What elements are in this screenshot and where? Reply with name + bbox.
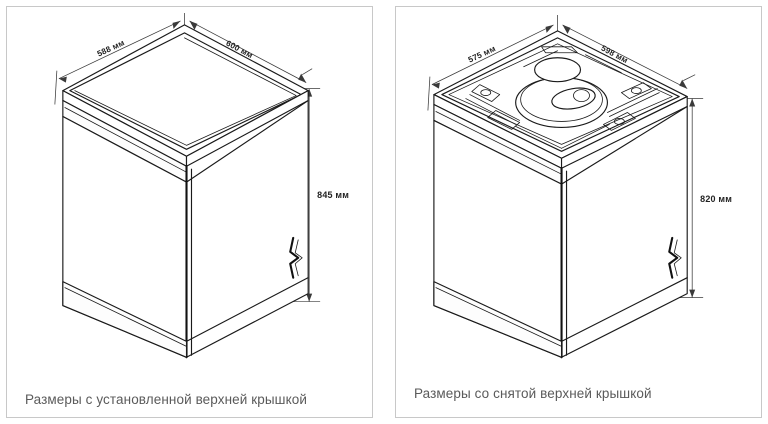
height-label-820: 820 мм (700, 194, 732, 204)
panel-without-top-cover: 575 мм 598 мм 820 мм (395, 6, 762, 418)
drawing-with-top-cover: 588 мм 600 мм 845 мм (54, 12, 349, 359)
height-label-845: 845 мм (317, 190, 349, 200)
svg-text:575 мм: 575 мм (467, 44, 497, 64)
svg-text:588 мм: 588 мм (96, 38, 126, 58)
door-handle (668, 236, 682, 279)
caption-with-top-cover: Размеры с установленной верхней крышкой (25, 392, 308, 407)
base-plinth (433, 277, 688, 358)
base-plinth (62, 277, 309, 358)
panel-with-top-cover: 588 мм 600 мм 845 мм (6, 6, 373, 418)
door-handle (289, 236, 303, 279)
caption-without-top-cover: Размеры со снятой верхней крышкой (414, 386, 652, 401)
drawing-without-top-cover: 575 мм 598 мм 820 мм (427, 14, 732, 359)
internal-components (465, 46, 660, 149)
